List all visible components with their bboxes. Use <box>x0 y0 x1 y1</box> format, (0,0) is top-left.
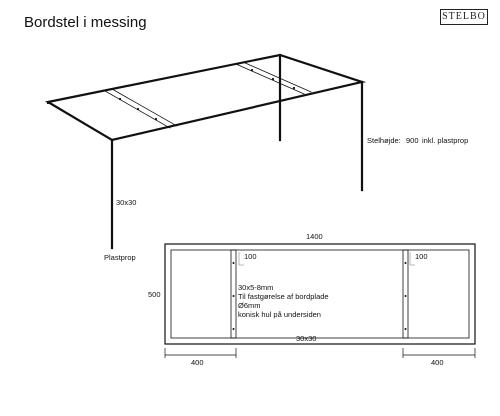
stelbo-logo: STELBO <box>440 9 488 25</box>
crossbar-holes-perspective <box>118 68 296 121</box>
frame-top-outline <box>44 53 367 142</box>
crossbar-note-line-1: 30x5-8mm <box>238 283 273 292</box>
crossbar-left-perspective <box>104 88 178 129</box>
crossbar-note-line-3: Ø6mm <box>238 301 261 310</box>
crossbar-note-line-2: Til fastgørelse af bordplade <box>238 292 329 301</box>
plan-outer-outline <box>164 243 476 345</box>
end-dimension-lines <box>164 348 476 358</box>
plan-frame <box>164 243 476 345</box>
height-note: inkl. plastprop <box>422 136 468 145</box>
plan-inner-outline <box>170 249 470 339</box>
frame-profile-label: 30x30 <box>296 334 316 343</box>
leg-profile-label: 30x30 <box>116 198 136 207</box>
end-left-label: 400 <box>191 358 204 367</box>
crossbar-holes-plan <box>232 262 407 330</box>
end-right-label: 400 <box>431 358 444 367</box>
crossbar-note-line-4: konisk hul på undersiden <box>238 310 321 319</box>
offset-right-label: 100 <box>415 252 428 261</box>
plan-width-label: 500 <box>148 290 161 299</box>
crossbar-left-plan <box>230 249 237 339</box>
crossbar-right-plan <box>402 249 409 339</box>
offset-markers <box>238 252 415 266</box>
crossbar-right-perspective <box>235 61 312 95</box>
plan-length-label: 1400 <box>306 232 323 241</box>
foot-label: Plastprop <box>104 253 136 262</box>
height-label: Stelhøjde: <box>367 136 401 145</box>
diagram-title: Bordstel i messing <box>24 14 147 31</box>
height-value: 900 <box>406 136 419 145</box>
offset-left-label: 100 <box>244 252 257 261</box>
perspective-frame <box>44 53 367 250</box>
